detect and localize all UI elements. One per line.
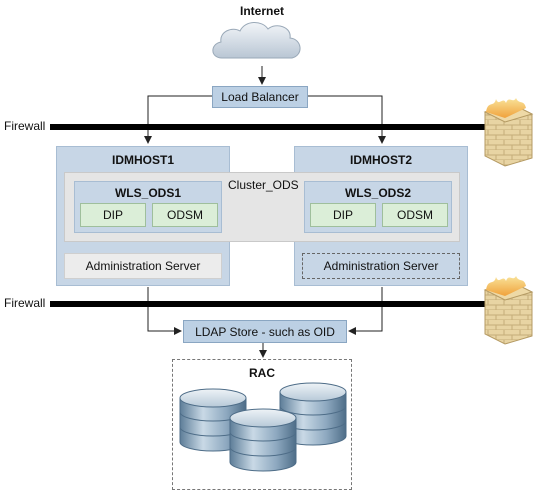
arrow-host1-to-ldap (147, 287, 182, 335)
ldap-store-label: LDAP Store - such as OID (195, 324, 335, 339)
arrow-host2-to-ldap (348, 287, 383, 335)
internet-label: Internet (240, 4, 285, 18)
firewall-bottom-label: Firewall (4, 296, 46, 310)
host1-component-dip: DIP (80, 203, 146, 227)
arrow-lb-to-host2 (308, 95, 386, 144)
ldap-store-box: LDAP Store - such as OID (183, 320, 347, 343)
load-balancer-box: Load Balancer (212, 86, 308, 108)
cluster-label: Cluster_ODS (228, 178, 299, 192)
host2-component-dip: DIP (310, 203, 376, 227)
host1-admin-server: Administration Server (64, 253, 222, 279)
host2-component-odsm: ODSM (382, 203, 448, 227)
firewall-bottom-line (50, 301, 492, 307)
firewall-top-line (50, 124, 492, 130)
wls2-title: WLS_ODS2 (344, 186, 411, 200)
host1-component-odsm: ODSM (152, 203, 218, 227)
load-balancer-label: Load Balancer (221, 90, 299, 104)
host2-admin-server: Administration Server (302, 253, 460, 279)
host1-title: IDMHOST1 (111, 153, 174, 167)
firewall-top-label: Firewall (4, 119, 46, 133)
wls1-title: WLS_ODS1 (114, 186, 181, 200)
host2-title: IDMHOST2 (349, 153, 412, 167)
rac-label: RAC (249, 366, 275, 380)
arrow-lb-to-host1 (144, 95, 212, 144)
